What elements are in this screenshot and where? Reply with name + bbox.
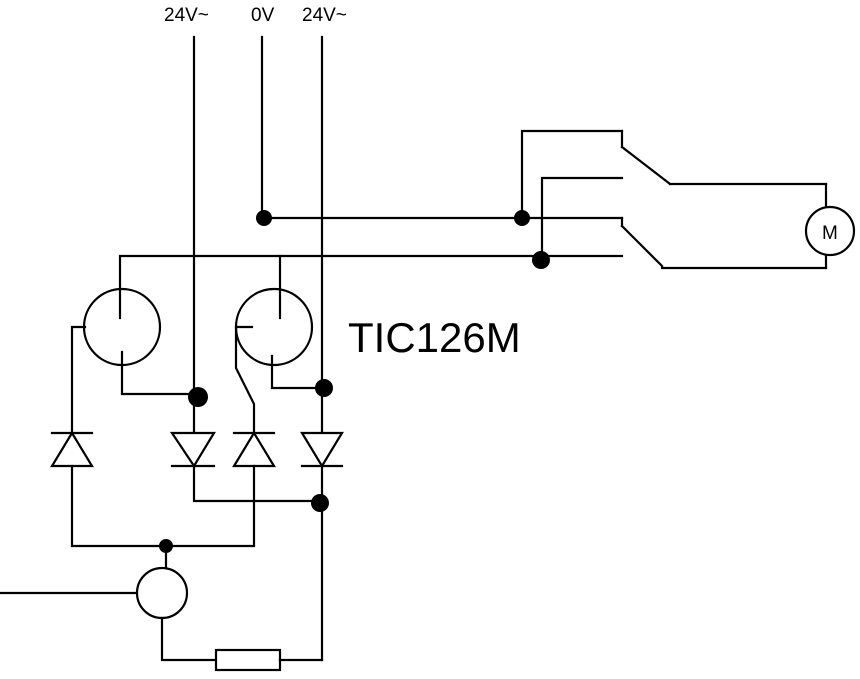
diode-3 [232, 430, 276, 468]
thyristor-1-gate-lead [70, 325, 87, 434]
junction-scr2-cathode [315, 379, 333, 397]
wire-switch-lower-loop [540, 176, 624, 258]
junction-0v [256, 210, 272, 226]
switch-contact-lower [620, 224, 664, 268]
transformer-symbol [135, 566, 189, 620]
wire-scr-common-bus [118, 254, 624, 292]
motor-symbol [804, 205, 856, 257]
wire-diode2-low [192, 464, 324, 503]
thyristor-2-cathode-lead [270, 354, 324, 390]
wire-diode1-low [70, 464, 256, 548]
rail-label-24v-left: 24V~ [164, 5, 209, 26]
thyristor-2-gate-lead [234, 325, 256, 434]
thyristor-1-cathode-lead [120, 350, 196, 396]
junction-bus-b [532, 251, 550, 269]
diode-1 [50, 430, 94, 468]
wire-switch-upper-loop [520, 129, 624, 220]
junction-diodes-right [311, 494, 329, 512]
rail-label-24v-right: 24V~ [302, 5, 347, 26]
switch-contact-upper [620, 145, 672, 186]
fuse [214, 648, 282, 672]
diode-2 [169, 431, 216, 469]
junction-diodes-left [159, 539, 173, 553]
thyristor-label: TIC126M [348, 314, 521, 361]
junction-bus-a [514, 210, 530, 226]
wire-fuse-left [160, 616, 218, 662]
rail-label-0v: 0V [251, 5, 275, 26]
junction-scr1-cathode [188, 387, 208, 407]
motor-label: M [822, 223, 838, 244]
diode-4 [300, 431, 344, 469]
